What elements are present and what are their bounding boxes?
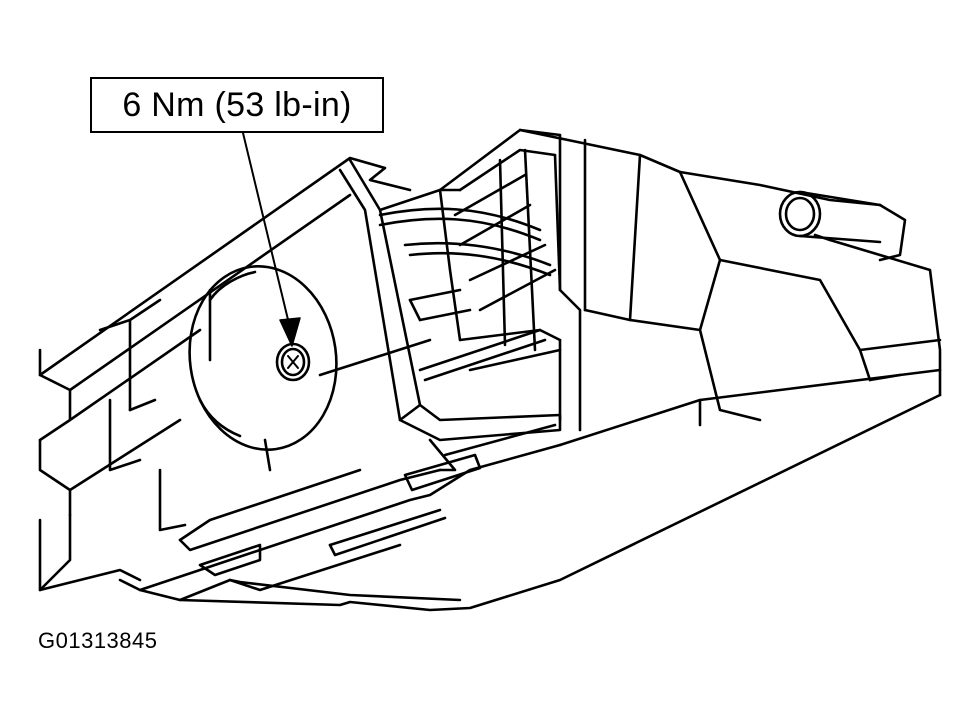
lower-channel: [118, 368, 942, 612]
mounting-plate: [188, 265, 432, 472]
torque-callout-box: 6 Nm (53 lb-in): [90, 77, 384, 133]
u-clamp: [338, 158, 562, 472]
screw-icon: [275, 342, 311, 382]
pivot-pin: [778, 190, 882, 244]
wire-leads: [378, 207, 552, 382]
bracket-rail: [38, 156, 412, 592]
connector-block: [438, 128, 582, 432]
right-housing: [518, 128, 942, 422]
torque-callout-label: 6 Nm (53 lb-in): [122, 85, 352, 124]
figure-id: G01313845: [38, 628, 158, 653]
callout-leader: [242, 132, 301, 347]
